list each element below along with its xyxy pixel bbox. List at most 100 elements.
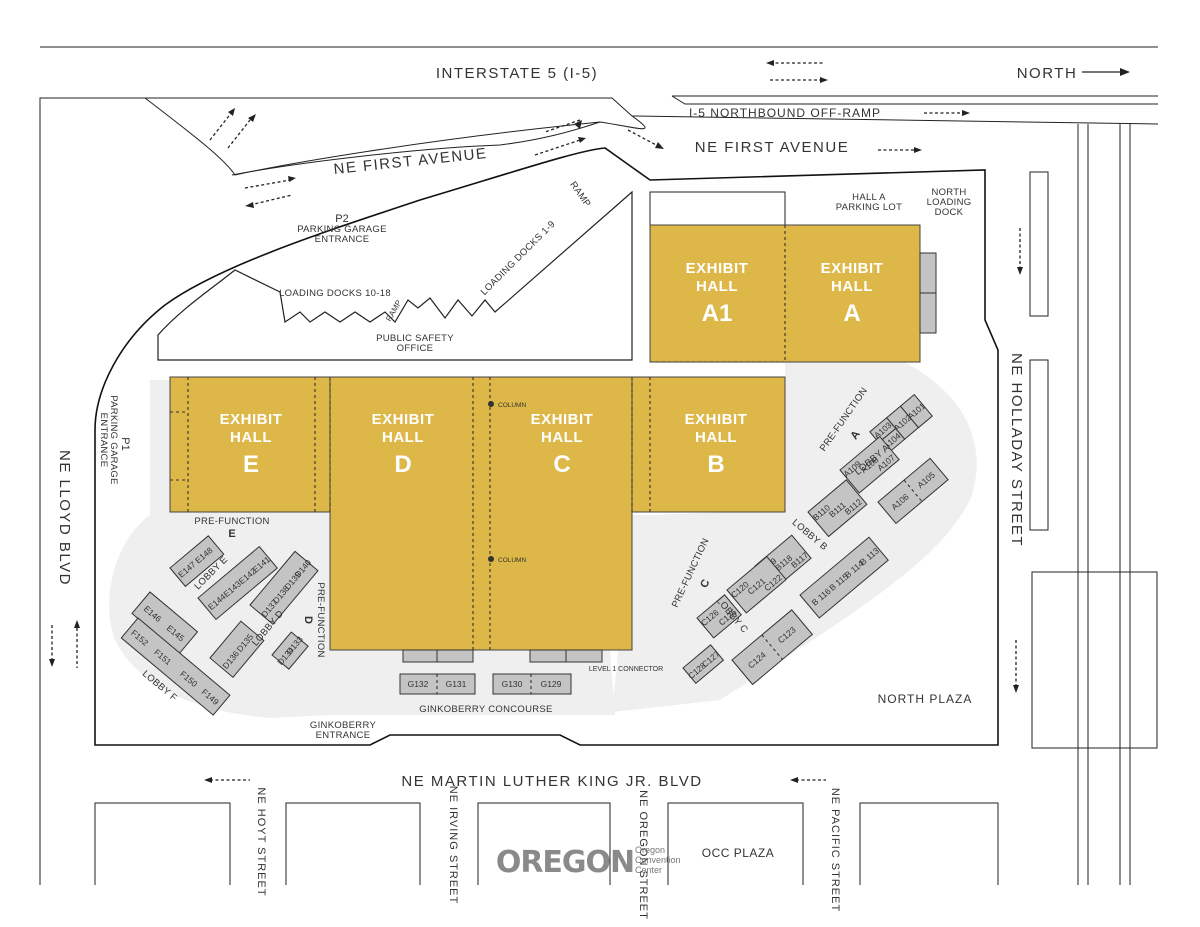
hall-word: HALL — [831, 278, 873, 295]
column-marker — [488, 556, 494, 562]
street-lines — [39, 46, 1159, 885]
north-loading-dock: DOCK — [935, 207, 964, 218]
traffic-arrows — [49, 60, 1130, 783]
room-f149-f152 — [120, 617, 231, 716]
street-first-ave: NE FIRST AVENUE — [333, 145, 488, 178]
hall-word: HALL — [230, 429, 272, 446]
room-c120-c122 — [726, 555, 787, 614]
room-c125-c126 — [696, 594, 742, 639]
street-holladay: NE HOLLADAY STREET — [1008, 353, 1025, 547]
room-d137-d140 — [249, 550, 319, 625]
column-label: COLUMN — [498, 402, 526, 409]
logo-line: Center — [635, 865, 662, 875]
hall-a-parking: HALL A — [852, 192, 886, 203]
service-room — [436, 649, 474, 663]
ginkoberry-entrance: ENTRANCE — [316, 730, 371, 741]
occ-logo: OREGON Oregon Convention Center — [496, 845, 681, 880]
rooms-e-group: E147 E148 E144 E143 E142 E141 E146 E145 — [131, 535, 278, 655]
ginkoberry-entrance: GINKOBERRY — [310, 720, 377, 731]
street-mlk: NE MARTIN LUTHER KING JR. BLVD — [401, 773, 702, 790]
room-label: G129 — [541, 679, 562, 689]
room-label: G132 — [408, 679, 429, 689]
hall-a1-label[interactable]: EXHIBIT HALL A1 — [686, 260, 749, 327]
hall-letter: D — [394, 451, 411, 478]
street-hoyt: NE HOYT STREET — [255, 787, 267, 896]
level1-connector: LEVEL 1 CONNECTOR — [589, 666, 663, 673]
hall-e-label[interactable]: EXHIBIT HALL E — [220, 411, 283, 478]
hall-word: EXHIBIT — [372, 411, 435, 428]
rooms-d-group: D137 D138 D139 D140 D136 D135 D134 D133 — [209, 550, 319, 678]
room-c127-c128 — [682, 644, 725, 685]
room-label: G131 — [446, 679, 467, 689]
exhibit-hall-e-block — [169, 376, 331, 513]
occ-plaza-label: OCC PLAZA — [702, 846, 775, 860]
room-a109-a107 — [839, 435, 900, 494]
street-oregon: NE OREGON STREET — [637, 790, 649, 920]
street-pacific: NE PACIFIC STREET — [829, 788, 841, 912]
public-safety: OFFICE — [397, 343, 434, 354]
hall-letter: A — [843, 300, 860, 327]
hall-word: EXHIBIT — [686, 260, 749, 277]
service-room — [565, 649, 603, 663]
hall-word: HALL — [696, 278, 738, 295]
hall-word: HALL — [382, 429, 424, 446]
street-first-ave-east: NE FIRST AVENUE — [695, 139, 849, 156]
room-e147-e148 — [169, 535, 225, 588]
hall-c-label[interactable]: EXHIBIT HALL C — [531, 411, 594, 478]
rooms-b-group: B110 B111 B112 B 116 B 115 B 114 B 113 B… — [754, 479, 889, 619]
loading-dock-area — [157, 190, 633, 361]
loading-docks-10-18: LOADING DOCKS 10-18 — [279, 288, 391, 299]
p2-sub: PARKING GARAGE — [297, 224, 387, 235]
hall-b-label[interactable]: EXHIBIT HALL B — [685, 411, 748, 478]
prefunction-letter: E — [228, 528, 235, 540]
street-lloyd: NE LLOYD BLVD — [56, 450, 73, 586]
p1-sub: PARKING GARAGE — [108, 395, 119, 485]
logo-line: Convention — [635, 855, 681, 865]
room-g129-g130 — [492, 673, 572, 695]
north-plaza: NORTH PLAZA — [878, 692, 973, 706]
service-room — [529, 649, 567, 663]
p1-sub: ENTRANCE — [98, 413, 109, 468]
rooms-f-group: F152 F151 F150 F149 — [120, 617, 231, 716]
hall-word: EXHIBIT — [821, 260, 884, 277]
hall-a-parking: PARKING LOT — [836, 202, 902, 213]
north-loading-dock: LOADING — [927, 197, 972, 208]
logo-line: Oregon — [635, 845, 665, 855]
hall-word: EXHIBIT — [685, 411, 748, 428]
rooms-a-group: A103 A104 A102 A101 A109 A108 A107 A106 … — [839, 393, 949, 525]
room-d133-d134 — [271, 631, 309, 670]
hall-word: EXHIBIT — [531, 411, 594, 428]
prefunction-e: PRE-FUNCTION — [194, 516, 269, 527]
dock-room — [919, 252, 937, 294]
rooms-g-group: G132 G131 G130 G129 — [399, 673, 572, 695]
p2-label: P2 — [335, 213, 348, 225]
hall-letter: A1 — [702, 300, 733, 327]
column-label: COLUMN — [498, 557, 526, 564]
room-e141-e144 — [197, 545, 278, 621]
oregon-wordmark: OREGON — [496, 845, 634, 880]
exhibit-hall-dc-block — [329, 376, 633, 651]
street-offramp: I-5 NORTHBOUND OFF-RAMP — [689, 106, 881, 120]
room-label: G130 — [502, 679, 523, 689]
prefunction-letter: D — [302, 616, 314, 624]
north-label: NORTH — [1017, 65, 1078, 82]
north-loading-dock: NORTH — [931, 187, 966, 198]
room-c123-c124 — [731, 609, 814, 686]
hall-a-label[interactable]: EXHIBIT HALL A — [821, 260, 884, 327]
room-a101 — [899, 393, 933, 429]
hall-d-label[interactable]: EXHIBIT HALL D — [372, 411, 435, 478]
service-room — [402, 649, 438, 663]
street-interstate: INTERSTATE 5 (I-5) — [436, 65, 598, 82]
exhibit-hall-b-block — [631, 376, 786, 513]
prefunction-d: PRE-FUNCTION — [315, 582, 326, 657]
hall-letter: C — [553, 451, 570, 478]
hall-letter: E — [243, 451, 259, 478]
hall-letter: B — [707, 451, 724, 478]
public-safety: PUBLIC SAFETY — [376, 333, 454, 344]
room-d135-d136 — [209, 620, 265, 678]
hall-word: HALL — [695, 429, 737, 446]
street-irving: NE IRVING STREET — [447, 786, 459, 904]
ginkoberry-concourse-label: GINKOBERRY CONCOURSE — [419, 704, 552, 715]
column-marker — [488, 401, 494, 407]
